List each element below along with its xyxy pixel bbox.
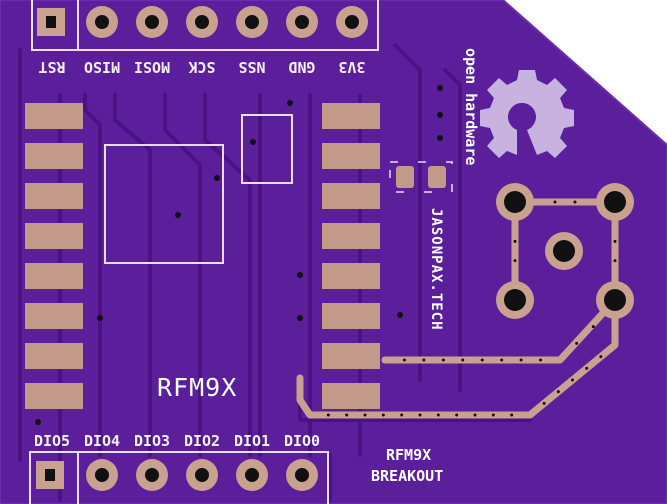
- module-pad-right: [322, 383, 380, 409]
- oshw-text: open hardware: [462, 48, 480, 165]
- module-pad-right: [322, 103, 380, 129]
- stitch-via: [553, 200, 557, 204]
- stitch-via: [422, 358, 426, 362]
- top-header-labels: 3V3 GND NSS SCK MOSI MISO RST: [38, 58, 365, 76]
- stitch-via: [573, 200, 577, 204]
- bottom-header-label: DIO5: [34, 432, 70, 450]
- top-header-pins: [37, 6, 368, 38]
- module-pad-left: [25, 343, 83, 369]
- module-pad-right: [322, 183, 380, 209]
- chip-silk-outline: [104, 144, 224, 264]
- stitch-via: [556, 390, 560, 394]
- top-header-label: RST: [38, 58, 65, 76]
- stitch-via: [599, 355, 603, 359]
- bottom-header-pins: [36, 459, 318, 491]
- stitch-via: [500, 358, 504, 362]
- module-pad-right: [322, 263, 380, 289]
- stitch-via: [402, 358, 406, 362]
- bottom-header-pad[interactable]: [236, 459, 268, 491]
- top-header-pad[interactable]: [186, 6, 218, 38]
- stitch-via: [480, 358, 484, 362]
- top-header-label: MOSI: [134, 58, 170, 76]
- stitch-via: [591, 325, 595, 329]
- bottom-header-label: DIO0: [284, 432, 320, 450]
- sma-connector[interactable]: [496, 183, 634, 319]
- top-header-label: NSS: [238, 58, 265, 76]
- antenna-trace-stitch: [326, 200, 617, 417]
- breakout-label-line1: RFM9X: [386, 446, 431, 464]
- top-header-pad[interactable]: [86, 6, 118, 38]
- module-pad-left: [25, 383, 83, 409]
- stitch-via: [613, 259, 617, 263]
- module-left-pads: [25, 103, 83, 409]
- top-header-pad[interactable]: [336, 6, 368, 38]
- vertical-url: JASONPAX.TECH: [428, 208, 444, 331]
- bottom-header-label: DIO1: [234, 432, 270, 450]
- module-pad-right: [322, 223, 380, 249]
- top-header-label: SCK: [188, 58, 215, 76]
- stitch-via: [345, 413, 349, 417]
- module-pad-left: [25, 223, 83, 249]
- top-header-label: 3V3: [338, 58, 365, 76]
- bottom-header-silk-square: [29, 451, 79, 504]
- top-header-pad[interactable]: [136, 6, 168, 38]
- bottom-header-pad[interactable]: [186, 459, 218, 491]
- oshw-gear-icon: [480, 70, 574, 158]
- stitch-via: [585, 366, 589, 370]
- module-pad-right: [322, 343, 380, 369]
- bottom-header-pad[interactable]: [86, 459, 118, 491]
- module-pad-left: [25, 183, 83, 209]
- stitch-via: [491, 413, 495, 417]
- stitch-via: [441, 358, 445, 362]
- stitch-via: [575, 341, 579, 345]
- top-header-label: MISO: [84, 58, 120, 76]
- bottom-header-label: DIO4: [84, 432, 120, 450]
- module-pad-left: [25, 263, 83, 289]
- breakout-label-line2: BREAKOUT: [371, 467, 443, 485]
- module-pad-left: [25, 303, 83, 329]
- vias: [35, 85, 443, 425]
- stitch-via: [418, 413, 422, 417]
- stitch-via: [363, 413, 367, 417]
- module-right-pads: [322, 103, 380, 409]
- stitch-via: [381, 413, 385, 417]
- stitch-via: [542, 401, 546, 405]
- stitch-via: [326, 413, 330, 417]
- stitch-via: [400, 413, 404, 417]
- stitch-via: [510, 413, 514, 417]
- stitch-via: [455, 413, 459, 417]
- module-pad-right: [322, 303, 380, 329]
- module-label: RFM9X: [157, 373, 237, 402]
- stitch-via: [613, 239, 617, 243]
- top-header-label: GND: [288, 58, 315, 76]
- bottom-header-pad[interactable]: [136, 459, 168, 491]
- stitch-via: [513, 239, 517, 243]
- top-header-silk-box-square: [31, 0, 79, 51]
- stitch-via: [539, 358, 543, 362]
- stitch-via: [519, 358, 523, 362]
- stitch-via: [436, 413, 440, 417]
- stitch-via: [461, 358, 465, 362]
- bottom-header-label: DIO3: [134, 432, 170, 450]
- bottom-header-pad[interactable]: [286, 459, 318, 491]
- top-header-pad[interactable]: [236, 6, 268, 38]
- crystal-silk-outline: [241, 114, 293, 184]
- module-pad-right: [322, 143, 380, 169]
- module-pad-left: [25, 103, 83, 129]
- smd-component: [389, 161, 453, 193]
- stitch-via: [571, 378, 574, 382]
- module-pad-left: [25, 143, 83, 169]
- bottom-header-labels: DIO5 DIO4 DIO3 DIO2 DIO1 DIO0: [34, 432, 320, 450]
- stitch-via: [513, 259, 517, 263]
- top-header-pad[interactable]: [286, 6, 318, 38]
- bottom-header-label: DIO2: [184, 432, 220, 450]
- stitch-via: [473, 413, 477, 417]
